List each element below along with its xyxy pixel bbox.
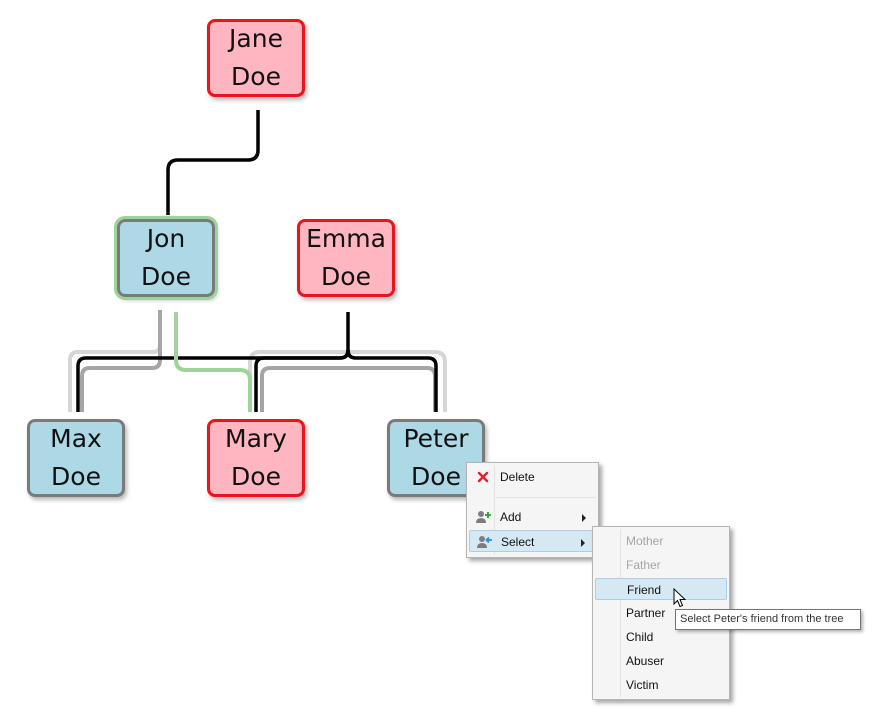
link-jane-jon — [166, 110, 260, 215]
link-jon-peter — [260, 366, 437, 412]
menu-item-delete[interactable]: Delete — [469, 466, 596, 488]
menu-item-label: Victim — [626, 678, 659, 692]
last-name: Doe — [321, 262, 371, 291]
menu-item-label: Partner — [626, 606, 666, 620]
menu-gutter — [494, 465, 495, 555]
submenu-arrow-icon — [581, 539, 585, 547]
select-submenu: Mother Father Friend Partner Child Abuse… — [592, 526, 730, 700]
submenu-item-child[interactable]: Child — [595, 626, 727, 648]
link-emma-outer — [248, 350, 447, 412]
person-jane-doe[interactable]: Jane Doe — [207, 19, 305, 97]
menu-item-select[interactable]: Select — [469, 530, 596, 552]
tooltip: Select Peter's friend from the tree — [675, 609, 861, 630]
last-name: Doe — [141, 262, 191, 291]
delete-x-icon — [477, 471, 489, 483]
first-name: Jane — [229, 24, 283, 53]
person-max-doe[interactable]: Max Doe — [27, 419, 125, 497]
menu-item-label: Friend — [627, 583, 662, 597]
submenu-item-friend[interactable]: Friend — [595, 578, 727, 600]
link-emma-children — [76, 312, 350, 412]
menu-item-label: Father — [626, 558, 661, 572]
submenu-arrow-icon — [582, 514, 586, 522]
menu-item-label: Add — [500, 510, 522, 524]
link-jon-max — [80, 310, 162, 412]
person-mary-doe[interactable]: Mary Doe — [207, 419, 305, 497]
submenu-item-victim[interactable]: Victim — [595, 674, 727, 696]
person-emma-doe[interactable]: Emma Doe — [297, 219, 395, 297]
first-name: Jon — [146, 224, 186, 253]
first-name: Peter — [403, 424, 469, 453]
menu-gutter — [620, 529, 621, 697]
context-menu: Delete Add Select — [466, 462, 599, 558]
last-name: Doe — [231, 462, 281, 491]
menu-item-label: Child — [626, 630, 654, 644]
first-name: Max — [50, 424, 102, 453]
last-name: Doe — [411, 462, 461, 491]
link-emma-peter — [346, 349, 438, 412]
person-jon-doe[interactable]: Jon Doe — [114, 216, 218, 300]
submenu-item-abuser[interactable]: Abuser — [595, 650, 727, 672]
submenu-item-father: Father — [595, 554, 727, 576]
submenu-item-mother: Mother — [595, 530, 727, 552]
link-emma-mary — [254, 349, 350, 412]
submenu-item-partner[interactable]: Partner — [595, 602, 727, 624]
menu-separator — [496, 497, 596, 498]
menu-item-label: Mother — [626, 534, 664, 548]
menu-item-add[interactable]: Add — [469, 506, 596, 528]
add-person-icon — [476, 511, 491, 523]
last-name: Doe — [51, 462, 101, 491]
mouse-cursor-icon — [673, 588, 687, 608]
first-name: Mary — [225, 424, 287, 453]
select-person-icon — [477, 536, 492, 548]
menu-item-label: Select — [501, 535, 535, 549]
last-name: Doe — [231, 62, 281, 91]
link-jon-mary-selected — [174, 312, 252, 412]
menu-item-label: Delete — [500, 470, 535, 484]
first-name: Emma — [306, 224, 386, 253]
menu-item-label: Abuser — [626, 654, 665, 668]
